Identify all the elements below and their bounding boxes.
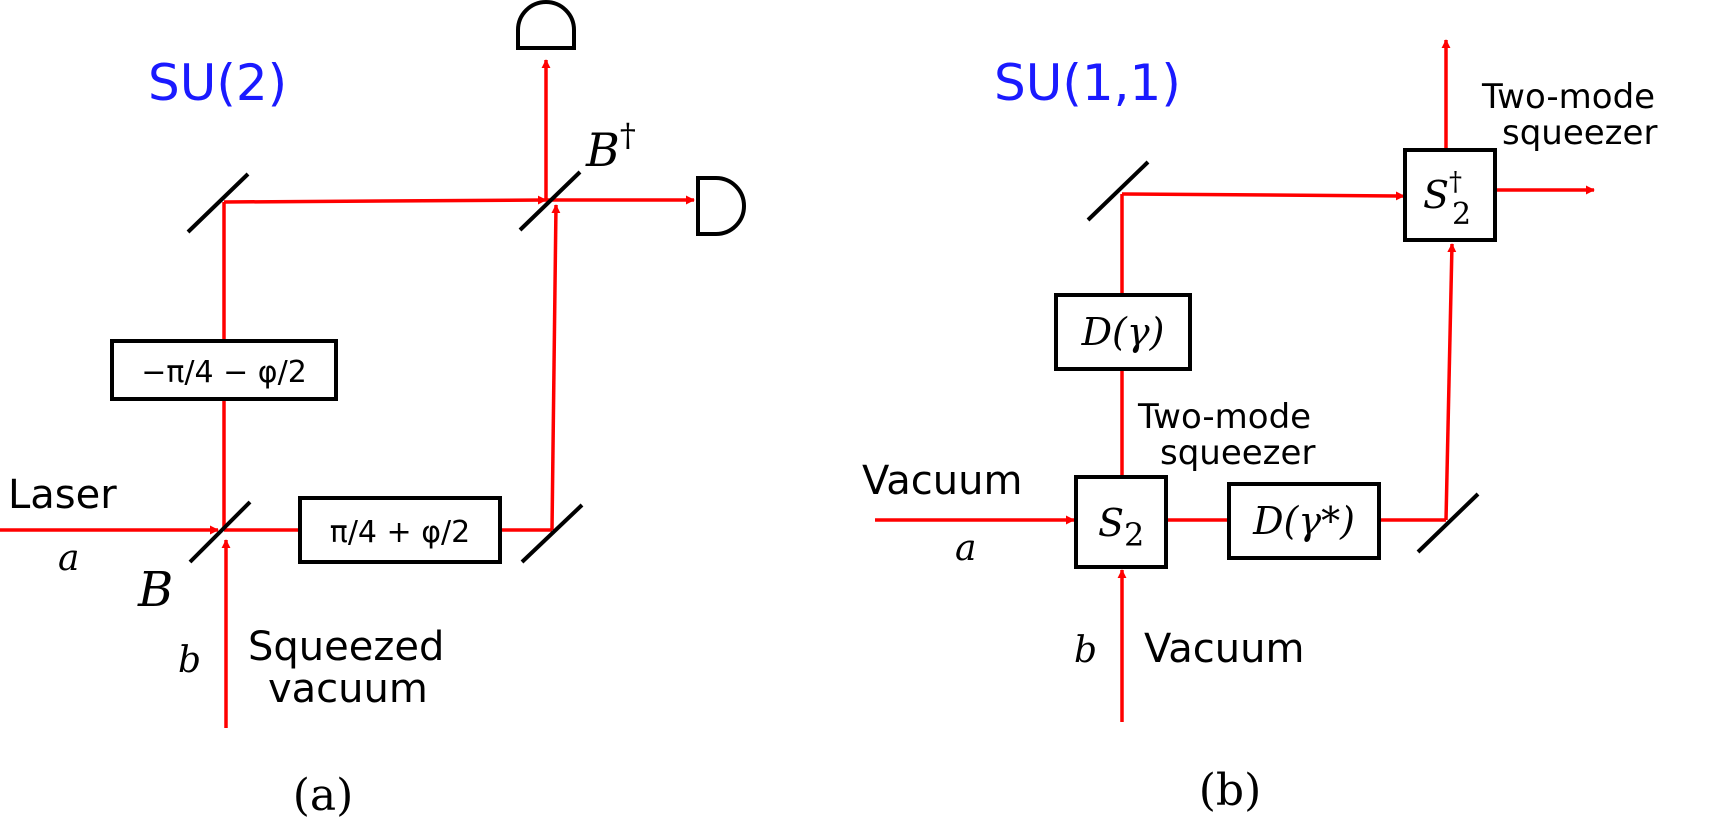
mirror-icon: [520, 503, 584, 564]
mirror-icon: [186, 172, 250, 234]
vacuum-b-label: Vacuum: [1144, 626, 1304, 672]
squeezer-box-out: [1403, 148, 1497, 242]
phase-label-lower: π/4 + φ/2: [330, 515, 470, 550]
beam-upper-arm-horizontal: [223, 195, 547, 205]
s2-base: S: [1098, 501, 1124, 545]
squeezer-in-caption-line1: Two-mode: [1137, 397, 1311, 437]
beamsplitter-out-label: B†: [585, 116, 636, 177]
squeezer-in-label: S2: [1098, 501, 1144, 554]
mirror-icon: [1416, 492, 1480, 554]
panel-a-title: SU(2): [148, 54, 287, 112]
panel-b: D(γ) S2 D(γ*) S†2 SU(1,1) Vacuum a b Vac…: [862, 39, 1657, 816]
panel-b-caption: (b): [1199, 765, 1262, 816]
squeezer-in-caption-line2: squeezer: [1160, 433, 1315, 473]
s2dag-superscript: †: [1449, 167, 1462, 197]
s2-subscript: 2: [1124, 516, 1144, 554]
phase-label-upper: −π/4 − φ/2: [141, 355, 307, 390]
squeezer-box-in: [1074, 475, 1168, 569]
mode-a-label: a: [955, 528, 976, 569]
beamsplitter-in-icon: [188, 500, 252, 564]
beam-lower-arm-vertical: [550, 204, 561, 531]
s2dag-subscript: 2: [1452, 197, 1471, 232]
squeezer-out-caption-line2: squeezer: [1502, 113, 1657, 153]
vacuum-a-label: Vacuum: [862, 458, 1022, 504]
panel-a-caption: (a): [293, 770, 354, 821]
beamsplitter-in-label: B: [137, 562, 173, 618]
dagger-superscript: †: [620, 116, 636, 154]
beamsplitter-out-base: B: [585, 123, 620, 177]
displacement-gamma-label: D(γ): [1081, 310, 1165, 354]
beam-upper-horizontal: [1121, 191, 1405, 201]
mode-b-label: b: [178, 640, 201, 681]
panel-a: −π/4 − φ/2 π/4 + φ/2 SU(2) Laser a B b S…: [0, 0, 746, 821]
panel-b-title: SU(1,1): [994, 54, 1181, 112]
mirror-icon: [1086, 160, 1150, 222]
displacement-box-gamma-star: [1227, 482, 1381, 560]
phase-box-upper: [110, 339, 338, 401]
photodetector-icon: [696, 176, 746, 236]
laser-label: Laser: [8, 472, 117, 518]
phase-box-lower: [298, 496, 502, 564]
mode-a-label: a: [58, 538, 79, 579]
panel-b-beams: [875, 39, 1595, 722]
mode-b-label: b: [1074, 630, 1097, 671]
displacement-gamma-star-label: D(γ*): [1252, 499, 1355, 543]
squeezer-out-label: S†2: [1423, 167, 1471, 232]
squeezed-label-line2: vacuum: [268, 666, 428, 712]
panel-a-mirrors: [186, 170, 584, 564]
displacement-box-gamma: [1054, 293, 1192, 371]
panel-b-mirrors: [1086, 160, 1480, 554]
beamsplitter-out-icon: [518, 170, 582, 232]
s2dag-base: S: [1423, 173, 1449, 217]
photodetector-icon: [516, 0, 576, 50]
beam-lower-right-vertical: [1444, 243, 1457, 521]
squeezer-out-caption-line1: Two-mode: [1481, 77, 1655, 117]
squeezed-label-line1: Squeezed: [248, 624, 444, 670]
